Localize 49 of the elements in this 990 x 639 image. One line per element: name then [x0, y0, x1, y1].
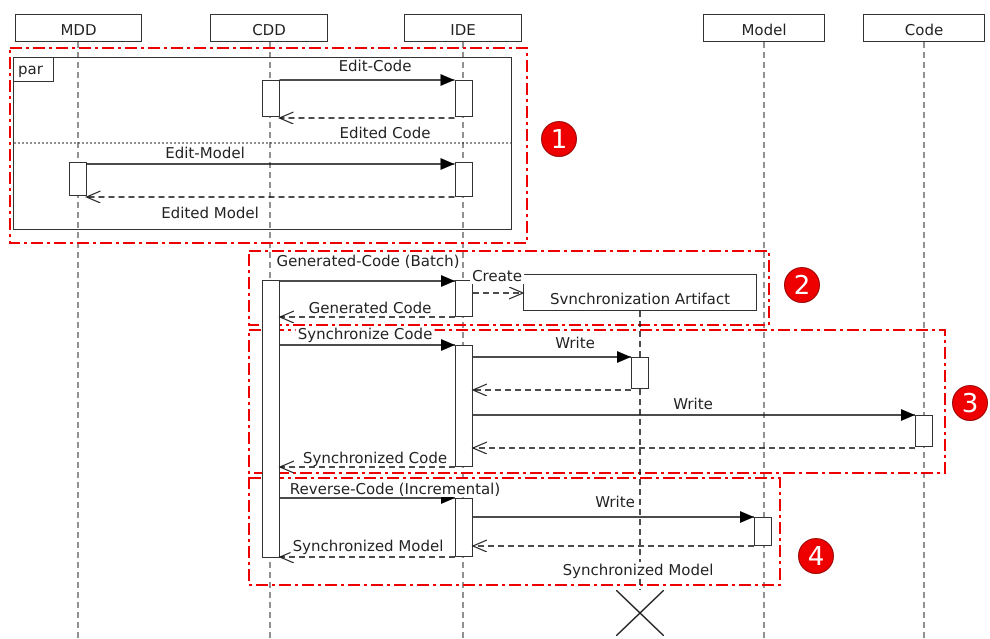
activation-bar — [68, 162, 86, 196]
message-arrow — [86, 158, 454, 170]
message-label: Write — [593, 494, 637, 510]
participant-box: Svnchronization Artifact — [523, 274, 757, 311]
callout-number: 3 — [952, 385, 988, 421]
message-label: Create — [470, 268, 524, 284]
return-arrow — [472, 441, 915, 455]
combined-fragment — [13, 57, 512, 230]
message-arrow — [280, 74, 454, 86]
activation-bar — [455, 498, 473, 557]
message-arrow — [473, 351, 631, 363]
callout-number: 4 — [798, 538, 834, 574]
message-label: Generated-Code (Batch) — [274, 253, 462, 269]
participant-box: Code — [863, 14, 985, 42]
activation-bar — [631, 357, 649, 389]
participant-box: MDD — [15, 14, 142, 42]
return-arrow — [472, 383, 631, 397]
return-arrow — [279, 310, 455, 324]
participant-box: Model — [703, 14, 825, 42]
return-arrow — [472, 539, 754, 553]
activation-bar — [262, 280, 280, 558]
activation-bar — [454, 162, 472, 196]
callout-number: 2 — [784, 267, 820, 303]
activation-bar — [915, 415, 933, 447]
callout-number: 1 — [541, 121, 577, 157]
activation-bar — [754, 517, 772, 546]
operator-label: par — [14, 58, 54, 82]
message-arrow — [280, 275, 455, 287]
destruction-mark — [616, 590, 664, 636]
activation-bar — [455, 345, 473, 467]
return-arrow — [473, 286, 524, 300]
participant-box: CDD — [210, 14, 328, 42]
message-arrow — [280, 339, 455, 351]
activation-bar — [454, 80, 472, 116]
message-label: Generated Code — [306, 300, 434, 316]
participant-box: IDE — [404, 14, 522, 42]
message-label: Write — [553, 335, 597, 351]
message-label: Synchronized Code — [300, 450, 450, 466]
message-label: Write — [671, 396, 715, 412]
return-arrow — [86, 190, 454, 204]
message-arrow — [473, 409, 915, 421]
return-arrow — [279, 550, 455, 564]
activation-bar — [262, 80, 280, 116]
message-arrow — [473, 511, 754, 523]
message-label: Edited Code — [338, 125, 432, 141]
message-label: Synchronize Code — [296, 326, 434, 342]
activation-bar — [455, 280, 473, 317]
return-arrow — [278, 111, 454, 125]
return-arrow — [279, 460, 455, 474]
